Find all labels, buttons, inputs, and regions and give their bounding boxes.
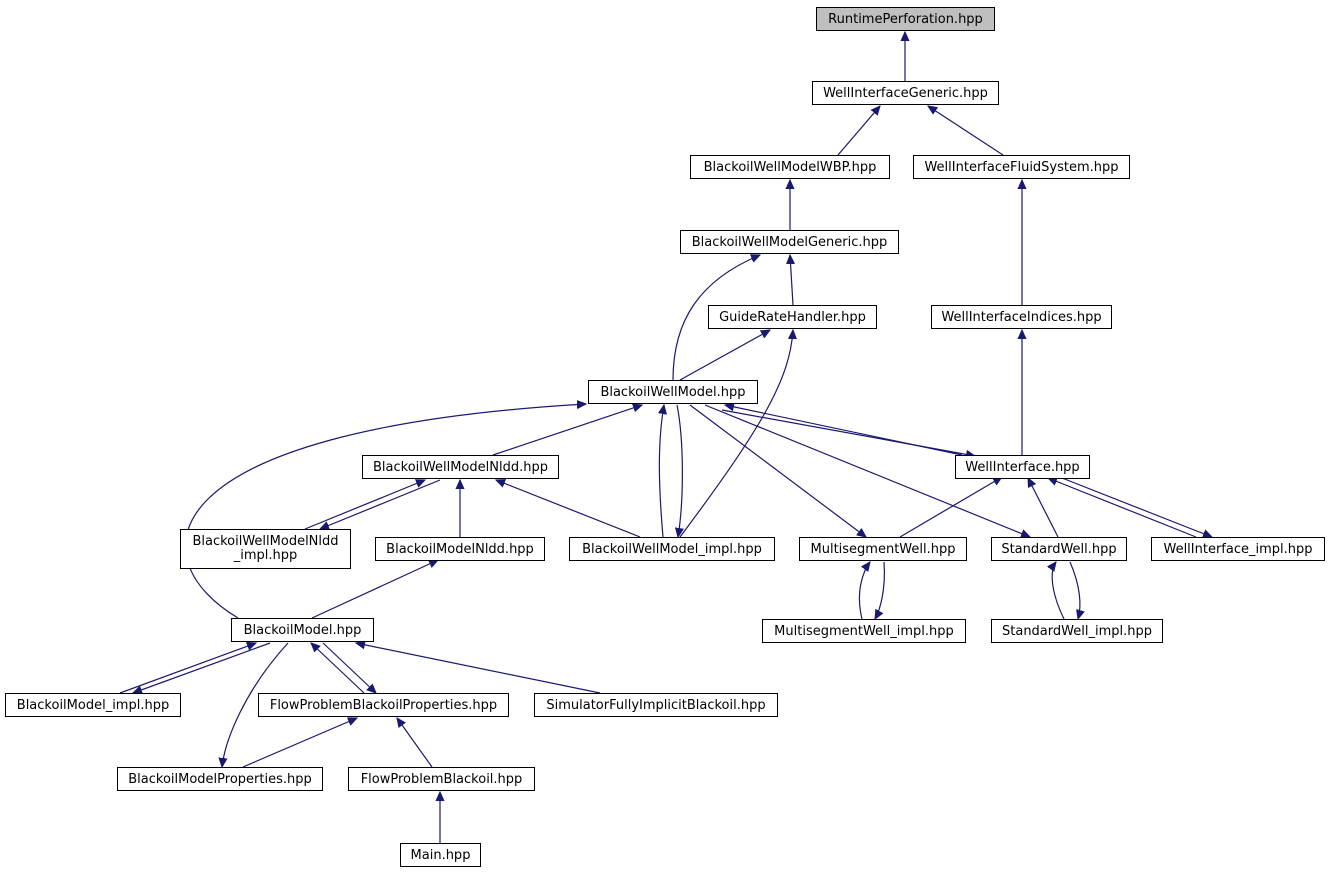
edge-bwm-wbp-to-well-interface-generic — [837, 106, 880, 156]
edge-bwm-nldd-to-bwm-nldd-impl — [320, 479, 441, 529]
node-label: BlackoilWellModelNldd _impl.hpp — [192, 534, 339, 563]
edge-fp-bo-to-fp-bo-props — [397, 718, 433, 768]
edge-bwm-to-guide-rate-handler — [679, 330, 770, 381]
node-well-interface-generic[interactable]: WellInterfaceGeneric.hpp — [812, 81, 999, 105]
node-well-interface-fluid-system[interactable]: WellInterfaceFluidSystem.hpp — [913, 155, 1130, 179]
node-simulator-fully-implicit-blackoil[interactable]: SimulatorFullyImplicitBlackoil.hpp — [534, 693, 778, 717]
node-blackoil-model[interactable]: BlackoilModel.hpp — [231, 618, 374, 642]
node-label: GuideRateHandler.hpp — [719, 309, 866, 325]
edge-bwm-to-std-well — [704, 404, 1030, 537]
node-label: BlackoilWellModel_impl.hpp — [582, 541, 762, 557]
edge-bm-to-bm-props — [222, 642, 289, 767]
node-blackoil-well-model-generic[interactable]: BlackoilWellModelGeneric.hpp — [680, 230, 899, 254]
edge-bm-impl-to-bm — [119, 643, 256, 694]
edge-std-well-to-well-interface — [1028, 478, 1059, 538]
node-blackoil-well-model-wbp[interactable]: BlackoilWellModelWBP.hpp — [690, 155, 890, 179]
edge-bwm-impl-to-bwm — [659, 405, 664, 538]
edge-ms-well-impl-to-ms-well — [858, 562, 870, 620]
edge-std-well-impl-to-std-well — [1052, 562, 1065, 620]
node-label: WellInterfaceFluidSystem.hpp — [924, 159, 1119, 175]
node-well-interface-indices[interactable]: WellInterfaceIndices.hpp — [931, 305, 1112, 329]
edge-fp-bo-props-to-bm — [311, 643, 365, 694]
node-label: SimulatorFullyImplicitBlackoil.hpp — [546, 697, 766, 713]
node-label: Main.hpp — [410, 847, 471, 863]
edge-guide-rate-handler-to-bwm-generic — [790, 255, 793, 306]
edge-sim-fib-to-bm — [356, 643, 601, 694]
edge-wi-impl-to-well-interface — [1048, 478, 1197, 538]
node-label: BlackoilModelProperties.hpp — [128, 771, 312, 787]
node-label: BlackoilModel_impl.hpp — [16, 697, 170, 713]
node-blackoil-well-model-impl[interactable]: BlackoilWellModel_impl.hpp — [569, 537, 775, 561]
edge-bm-to-bm-impl — [133, 642, 271, 693]
edge-bwm-to-ms-well — [689, 404, 866, 537]
node-runtime-perforation: RuntimePerforation.hpp — [816, 7, 995, 31]
node-label: WellInterface_impl.hpp — [1163, 541, 1313, 557]
edge-bwm-impl-to-guide-rate-handler — [679, 330, 793, 538]
node-label: StandardWell.hpp — [1001, 541, 1117, 557]
node-label: BlackoilWellModelWBP.hpp — [703, 159, 877, 175]
node-blackoil-well-model-nldd-impl[interactable]: BlackoilWellModelNldd _impl.hpp — [180, 529, 351, 569]
node-label: MultisegmentWell_impl.hpp — [774, 623, 954, 639]
edge-bm-to-bwm — [184, 404, 586, 619]
node-flow-problem-blackoil-properties[interactable]: FlowProblemBlackoilProperties.hpp — [258, 693, 509, 717]
node-label: StandardWell_impl.hpp — [1002, 623, 1152, 639]
node-label: WellInterfaceGeneric.hpp — [823, 85, 988, 101]
node-multisegment-well[interactable]: MultisegmentWell.hpp — [799, 537, 967, 561]
node-blackoil-model-nldd[interactable]: BlackoilModelNldd.hpp — [375, 537, 545, 561]
edge-ms-well-to-well-interface — [899, 477, 1002, 538]
node-blackoil-well-model[interactable]: BlackoilWellModel.hpp — [588, 380, 758, 404]
node-label: RuntimePerforation.hpp — [828, 11, 983, 27]
node-label: BlackoilModel.hpp — [243, 622, 362, 638]
node-label: WellInterface.hpp — [965, 459, 1080, 475]
node-well-interface-impl[interactable]: WellInterface_impl.hpp — [1151, 537, 1325, 561]
node-label: FlowProblemBlackoil.hpp — [360, 771, 523, 787]
node-flow-problem-blackoil[interactable]: FlowProblemBlackoil.hpp — [348, 767, 535, 791]
node-well-interface[interactable]: WellInterface.hpp — [955, 455, 1090, 479]
edge-well-interface-to-wi-impl — [1061, 477, 1212, 537]
edge-bwm-impl-to-bwm-nldd — [496, 480, 641, 538]
edge-bwm-to-bwm-generic — [672, 255, 760, 381]
edge-bm-props-to-fp-bo-props — [242, 718, 357, 768]
edge-bwm-nldd-to-bwm — [492, 405, 642, 456]
edge-bwm-to-bwm-impl — [677, 404, 682, 537]
node-label: BlackoilModelNldd.hpp — [386, 541, 534, 557]
node-label: MultisegmentWell.hpp — [810, 541, 956, 557]
node-blackoil-model-impl[interactable]: BlackoilModel_impl.hpp — [5, 693, 181, 717]
node-guide-rate-handler[interactable]: GuideRateHandler.hpp — [708, 305, 877, 329]
edge-ms-well-to-ms-well-impl — [875, 561, 885, 619]
edge-wi-fluid-system-to-well-interface-generic — [928, 106, 1004, 156]
node-standard-well[interactable]: StandardWell.hpp — [991, 537, 1127, 561]
edge-std-well-to-std-well-impl — [1069, 561, 1080, 619]
node-label: BlackoilWellModelNldd.hpp — [373, 459, 548, 475]
node-standard-well-impl[interactable]: StandardWell_impl.hpp — [991, 619, 1163, 643]
node-label: WellInterfaceIndices.hpp — [941, 309, 1102, 325]
node-main[interactable]: Main.hpp — [400, 843, 481, 867]
node-label: BlackoilWellModelGeneric.hpp — [691, 234, 888, 250]
edge-bm-to-bm-nldd — [311, 559, 438, 619]
edge-bwm-to-well-interface — [721, 409, 975, 456]
node-label: FlowProblemBlackoilProperties.hpp — [269, 697, 498, 713]
node-multisegment-well-impl[interactable]: MultisegmentWell_impl.hpp — [762, 619, 966, 643]
edge-bm-to-fp-bo-props — [322, 642, 376, 693]
node-label: BlackoilWellModel.hpp — [600, 384, 746, 400]
node-blackoil-well-model-nldd[interactable]: BlackoilWellModelNldd.hpp — [362, 455, 559, 479]
node-blackoil-model-properties[interactable]: BlackoilModelProperties.hpp — [117, 767, 323, 791]
edge-bwm-nldd-impl-to-bwm-nldd — [304, 480, 425, 530]
